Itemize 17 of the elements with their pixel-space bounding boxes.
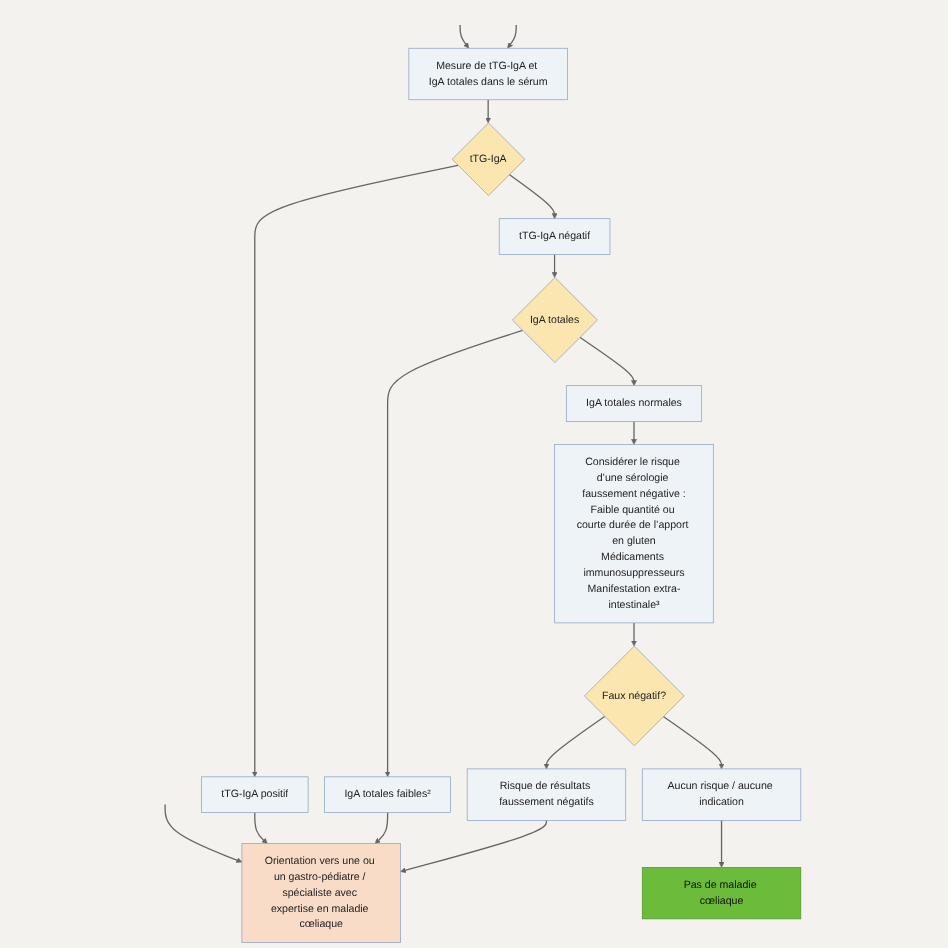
arrow — [460, 24, 470, 49]
arrow — [580, 336, 638, 386]
arrow — [385, 329, 525, 778]
arrow — [486, 99, 492, 124]
arrow — [509, 173, 559, 219]
arrow — [663, 715, 726, 770]
arrow — [255, 811, 269, 844]
arrow — [165, 803, 244, 863]
arrow — [544, 715, 607, 770]
arrow — [719, 819, 726, 868]
arrow — [632, 622, 638, 647]
arrow — [632, 420, 638, 445]
arrow — [508, 24, 518, 49]
arrow — [252, 164, 460, 778]
arrow — [401, 819, 549, 874]
arrow — [375, 811, 390, 844]
arrow — [552, 253, 559, 278]
